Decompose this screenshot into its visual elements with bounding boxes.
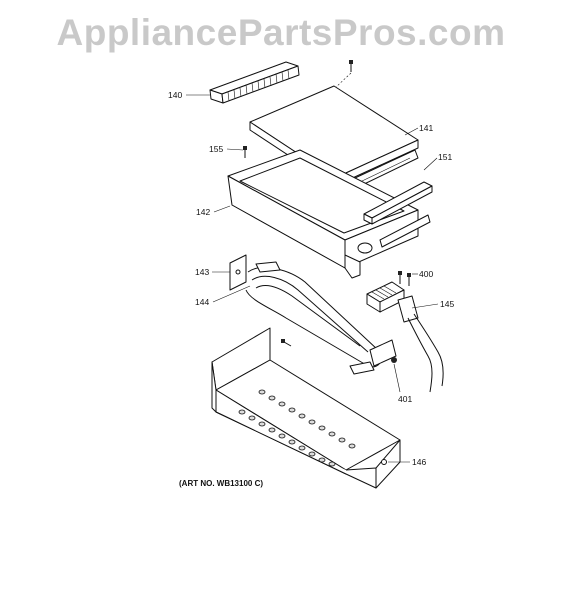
part-143-bracket[interactable] <box>229 254 247 291</box>
label-140: 140 <box>168 90 182 100</box>
label-145: 145 <box>440 299 454 309</box>
label-141: 141 <box>419 123 433 133</box>
part-151-side-rail[interactable] <box>363 181 433 248</box>
part-146-base-pan[interactable] <box>211 327 401 489</box>
label-143: 143 <box>195 267 209 277</box>
screw-top <box>334 60 353 89</box>
screw-155 <box>243 146 247 158</box>
label-142: 142 <box>196 207 210 217</box>
part-145-terminal-block[interactable] <box>366 281 444 393</box>
label-151: 151 <box>438 152 452 162</box>
label-155: 155 <box>209 144 223 154</box>
leader-lines <box>186 94 439 463</box>
art-number: (ART NO. WB13100 C) <box>179 479 264 488</box>
label-144: 144 <box>195 297 209 307</box>
label-146: 146 <box>412 457 426 467</box>
part-144-heating-element[interactable] <box>245 261 397 375</box>
screws-400 <box>398 271 411 286</box>
watermark-logo: AppliancePartsPros.com <box>56 12 506 53</box>
label-400: 400 <box>419 269 433 279</box>
label-401: 401 <box>398 394 412 404</box>
part-140-vent-trim[interactable] <box>209 61 300 104</box>
